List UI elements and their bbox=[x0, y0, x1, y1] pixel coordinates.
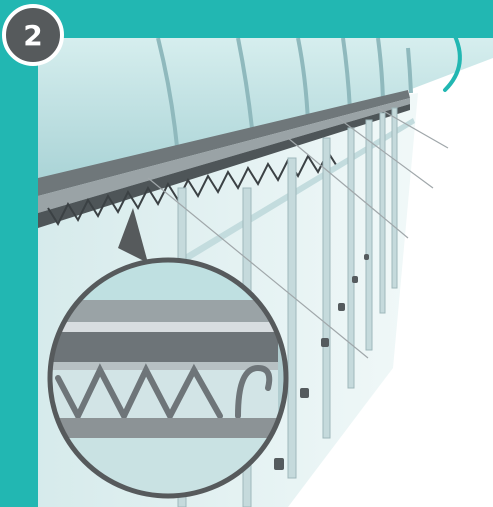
curved-up-arrow-icon bbox=[425, 10, 485, 100]
step-number: 2 bbox=[23, 19, 42, 52]
greenhouse-illustration bbox=[38, 38, 493, 507]
step-number-badge: 2 bbox=[2, 4, 64, 66]
illustration-panel bbox=[38, 38, 493, 507]
